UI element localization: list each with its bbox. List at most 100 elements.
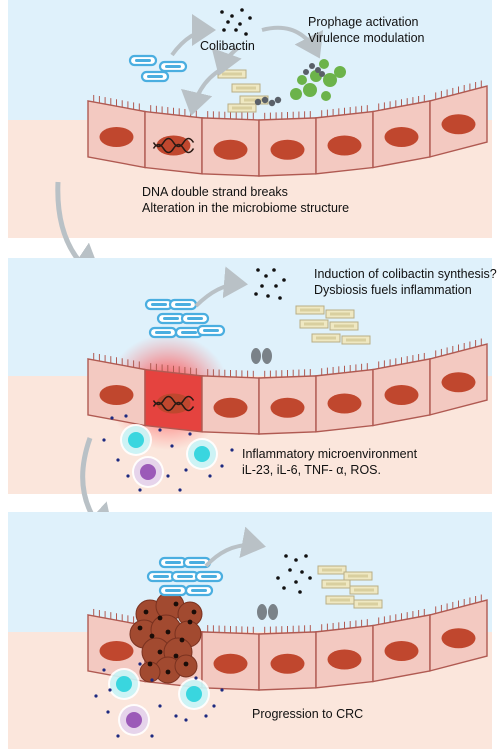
epithelial-cell <box>87 352 146 427</box>
colibactin-molecule <box>254 292 258 296</box>
colibactin-molecule <box>298 590 302 594</box>
cell-nucleus <box>384 641 419 662</box>
cell-nucleus <box>213 653 248 674</box>
cell-nucleus <box>441 114 476 135</box>
phage-particle <box>319 71 325 77</box>
rod-inner <box>236 86 256 90</box>
cell-nucleus <box>384 385 419 406</box>
green-bacterium <box>321 91 331 101</box>
pks-ecoli-bacterium <box>158 584 188 597</box>
green-bacterium <box>290 88 302 100</box>
outcome-dna-breaks: DNA double strand breaks <box>142 185 288 199</box>
bacterium-core <box>187 317 203 320</box>
colibactin-molecule <box>294 580 298 584</box>
tumor-mass <box>129 591 203 684</box>
pks-ecoli-bacterium <box>194 570 224 583</box>
cell-nucleus <box>327 135 362 156</box>
immune-cell-cyan <box>120 424 152 456</box>
phage-particles-2 <box>251 348 272 364</box>
colibactin-molecule <box>240 8 244 12</box>
cytokine-dot <box>204 714 208 718</box>
tumor-dna-damage-dot <box>179 637 185 643</box>
immune-cell-nucleus <box>194 446 210 462</box>
pks-ecoli-bacterium <box>170 570 200 583</box>
commensal-rod-bacterium <box>311 333 341 343</box>
cytokine-dot <box>126 474 130 478</box>
cytokine-dot <box>138 662 142 666</box>
commensal-rod-bacterium <box>325 595 355 605</box>
tumor-dna-damage-dot <box>173 653 179 659</box>
colibactin-molecule <box>234 28 238 32</box>
broken-dna-icon <box>152 401 195 412</box>
cytokine-dot <box>178 488 182 492</box>
broken-dna-icon <box>152 143 195 154</box>
cell-nucleus <box>213 397 248 418</box>
cell-nucleus <box>99 641 134 662</box>
pks-ecoli-bacterium <box>196 324 226 337</box>
phage-particle <box>315 67 321 73</box>
colibactin-molecule <box>222 28 226 32</box>
colibactin-molecule <box>226 20 230 24</box>
epithelial-cell <box>201 625 260 691</box>
colibactin-label: Colibactin <box>200 39 255 53</box>
cytokine-dot <box>150 734 154 738</box>
cell-nucleus <box>270 653 305 674</box>
cytokine-dot <box>184 468 188 472</box>
panel-3 <box>8 512 492 749</box>
commensal-rod-bacterium <box>231 83 261 93</box>
pks-ecoli-bacterium <box>158 60 188 73</box>
commensal-rod-bacterium <box>227 103 257 113</box>
epithelial-cell <box>258 111 317 177</box>
commensal-rod-bacterium <box>299 319 329 329</box>
cytokine-dot <box>220 688 224 692</box>
cytokine-dots-2 <box>102 414 234 492</box>
rod-inner <box>348 574 368 578</box>
arrow-to-colibactin-3 <box>204 526 266 568</box>
commensal-rod-bacterium <box>341 335 371 345</box>
epithelial-cell <box>144 105 203 175</box>
colibactin-molecule <box>266 294 270 298</box>
colibactin-molecule <box>260 284 264 288</box>
effect-prophage-activation: Prophage activation <box>308 15 419 29</box>
colibactin-molecule <box>272 268 276 272</box>
green-bacterium <box>334 66 346 78</box>
phage-particle <box>254 98 262 106</box>
bacterium-core <box>155 331 171 334</box>
pks-ecoli-bacterium <box>146 570 176 583</box>
commensal-rod-bacterium <box>349 585 379 595</box>
panel-3-lumen <box>8 512 492 632</box>
cytokine-dot <box>116 734 120 738</box>
tumor-dna-damage-dot <box>147 661 153 667</box>
panel-2 <box>8 258 492 494</box>
bacterium-core <box>191 589 207 592</box>
commensal-rod-bacterium <box>325 309 355 319</box>
colibactin-molecule <box>276 576 280 580</box>
green-bacterium <box>323 73 337 87</box>
epithelial-cell <box>315 105 374 175</box>
tumor-dna-damage-dot <box>191 609 197 615</box>
cell-nucleus <box>213 139 248 160</box>
cytokine-dot <box>138 488 142 492</box>
cytokine-dot <box>110 416 114 420</box>
immune-cell-nucleus <box>116 676 132 692</box>
commensal-rod-bacterium <box>317 565 347 575</box>
bacterium-core <box>203 329 219 332</box>
epithelial-cell <box>258 369 317 435</box>
colibactin-molecule <box>282 278 286 282</box>
colibactin-molecules-3 <box>276 554 312 594</box>
cell-nucleus <box>441 628 476 649</box>
cell-nucleus <box>99 385 134 406</box>
arrow-to-cell <box>181 64 229 116</box>
colibactin-molecule <box>220 10 224 14</box>
green-bacteria-cluster <box>290 59 346 101</box>
cell-nucleus <box>441 372 476 393</box>
epithelial-cell <box>144 363 203 433</box>
cell-nucleus <box>99 127 134 148</box>
phage-particle <box>251 348 261 364</box>
epithelium-1 <box>87 80 488 177</box>
inflammatory-microenvironment: Inflammatory microenvironment <box>242 447 418 461</box>
rod-inner <box>354 588 374 592</box>
epithelial-cell <box>429 338 488 416</box>
rod-inner <box>326 582 346 586</box>
cytokine-dot <box>166 474 170 478</box>
